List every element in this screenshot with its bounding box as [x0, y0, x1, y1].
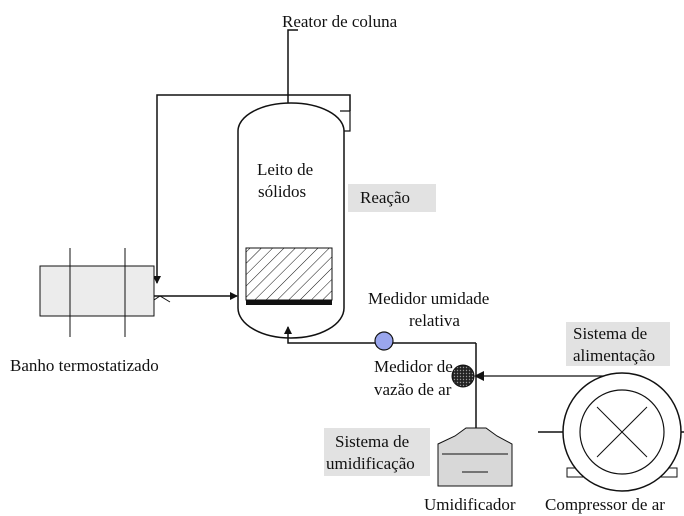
medidor-umidade-label-line2: relativa: [409, 311, 460, 330]
sistema-alimentacao-label-line1: Sistema de: [573, 324, 647, 343]
bed-support-plate: [246, 300, 332, 305]
humidifier: [437, 427, 513, 487]
flow-meter-nozzle: [474, 371, 484, 381]
sistema-umidificacao-label-line1: Sistema de: [335, 432, 409, 451]
compressor-rotor-blade-2: [596, 406, 648, 458]
outlet-pipe: [287, 29, 298, 103]
reacao-label: Reação: [360, 188, 410, 207]
air-flow-meter: [451, 364, 475, 388]
banho-label: Banho termostatizado: [10, 356, 159, 375]
compressor-label: Compressor de ar: [545, 495, 665, 514]
sistema-umidificacao-box: [324, 428, 430, 476]
relative-humidity-meter: [374, 331, 394, 351]
sistema-alimentacao-box: [566, 322, 670, 366]
solids-bed: [245, 247, 333, 301]
jacket-return-line: [340, 110, 351, 132]
sistema-umidificacao-label-line2: umidificação: [326, 454, 415, 473]
umidificador-label: Umidificador: [424, 495, 516, 514]
medidor-umidade-label-line1: Medidor umidade: [368, 289, 489, 308]
air-inlet-line: [284, 326, 380, 344]
leito-label-line1: Leito de: [257, 160, 313, 179]
bath-outlet-stub: [153, 295, 171, 303]
thermostatic-bath: [39, 265, 155, 317]
sistema-alimentacao-label-line2: alimentação: [573, 346, 655, 365]
leito-label-line2: sólidos: [258, 182, 306, 201]
reacao-box: [348, 184, 436, 212]
reator-coluna-label: Reator de coluna: [282, 12, 398, 31]
medidor-vazao-label-line1: Medidor de: [374, 357, 453, 376]
medidor-vazao-label-line2: vazão de ar: [374, 380, 452, 399]
top-loop-line: [153, 94, 351, 284]
